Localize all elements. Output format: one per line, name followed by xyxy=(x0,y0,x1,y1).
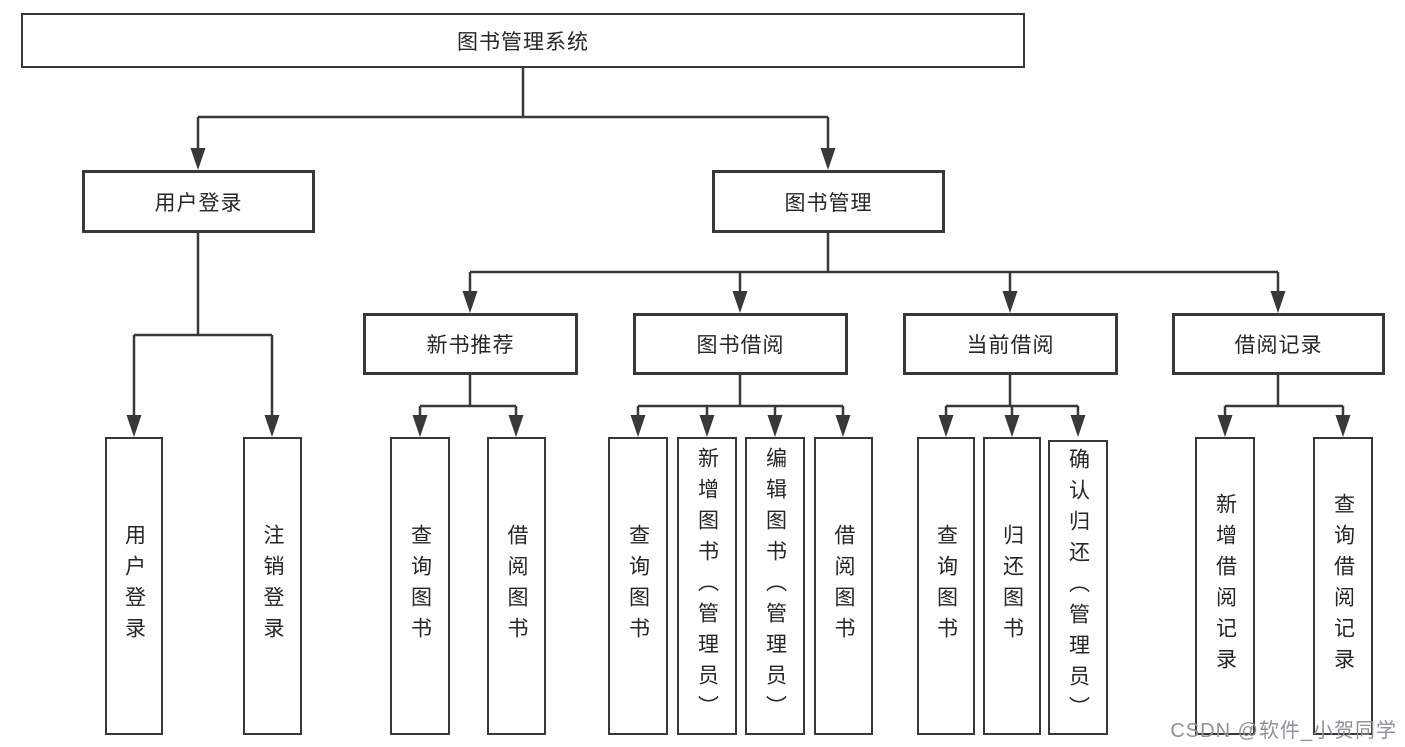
node-new-book-recommend: 新书推荐 xyxy=(363,313,578,375)
node-leaf-user-login: 用户登录 xyxy=(105,437,163,735)
node-user-login: 用户登录 xyxy=(82,170,315,233)
node-leaf-cb-return-book: 归还图书 xyxy=(983,437,1041,735)
node-leaf-br-query-record: 查询借阅记录 xyxy=(1313,437,1373,735)
node-leaf-nb-borrow-book: 借阅图书 xyxy=(487,437,546,735)
node-leaf-logout: 注销登录 xyxy=(243,437,302,735)
arrowheads xyxy=(126,148,1351,437)
node-leaf-cb-query-book: 查询图书 xyxy=(917,437,975,735)
csdn-watermark: CSDN @软件_小贺同学 xyxy=(1170,720,1397,742)
node-book-management: 图书管理 xyxy=(712,170,945,233)
node-library-management-system: 图书管理系统 xyxy=(21,13,1025,68)
node-leaf-bb-query-book: 查询图书 xyxy=(608,437,668,735)
node-borrow-records: 借阅记录 xyxy=(1172,313,1385,375)
node-current-borrow: 当前借阅 xyxy=(903,313,1118,375)
node-leaf-bb-add-book-admin: 新增图书（管理员） xyxy=(677,437,737,735)
node-leaf-bb-edit-book-admin: 编辑图书（管理员） xyxy=(745,437,805,735)
node-leaf-nb-query-book: 查询图书 xyxy=(390,437,450,735)
node-leaf-bb-borrow-book: 借阅图书 xyxy=(814,437,873,735)
node-book-borrow: 图书借阅 xyxy=(633,313,848,375)
node-leaf-br-add-record: 新增借阅记录 xyxy=(1195,437,1255,735)
node-leaf-cb-confirm-return-admin: 确认归还（管理员） xyxy=(1048,440,1108,735)
